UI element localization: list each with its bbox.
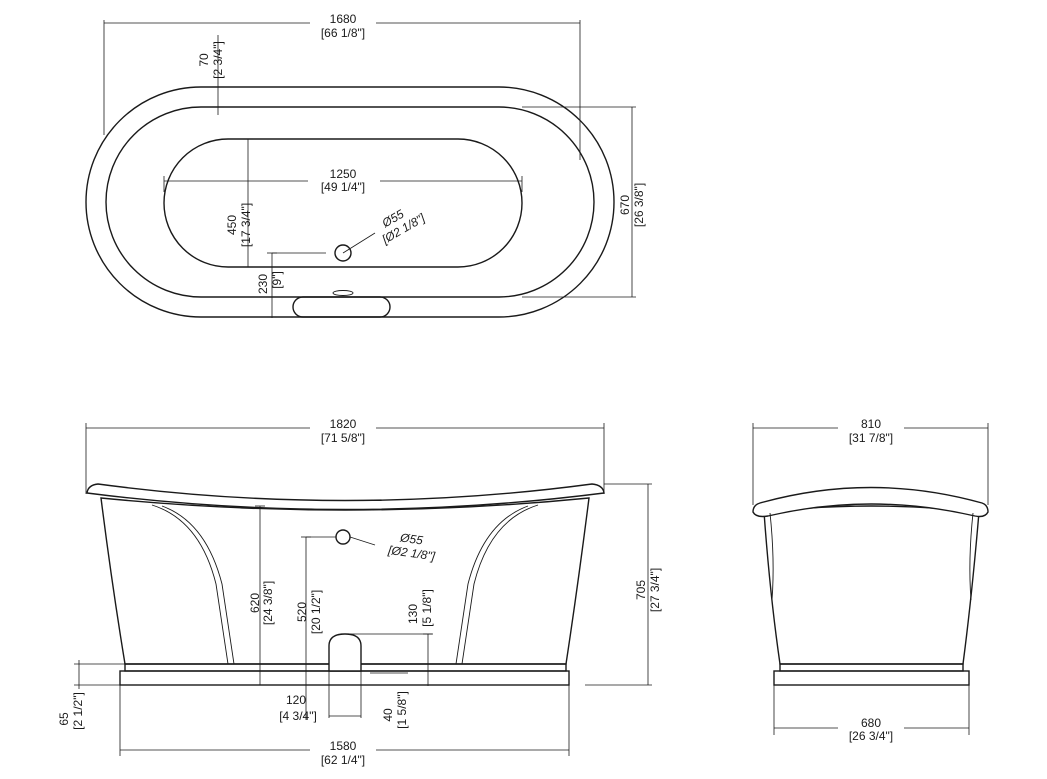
side-rim (752, 486, 989, 518)
side-view: 810 [31 7/8"] 680 [26 3/4"] (752, 417, 989, 744)
dim-label-inches: [2 1/2"] (71, 692, 85, 730)
left-panel-curve (151, 504, 229, 665)
dim-label-inches: [26 3/4"] (849, 729, 893, 743)
dim-overall-width-top: 670 [26 3/8"] (522, 106, 646, 298)
side-plinth-top (779, 663, 964, 672)
dim-label: 1250 (330, 167, 357, 181)
dim-label-inches: [24 3/8"] (261, 581, 275, 625)
dim-overflow-diameter: Ø55 [Ø2 1/8"] (349, 530, 436, 564)
dim-overflow-height: 520 [20 1/2"] (295, 536, 336, 685)
dim-label-inches: [49 1/4"] (321, 180, 365, 194)
dim-inner-length: 1250 [49 1/4"] (163, 167, 523, 194)
dim-label: 1680 (330, 12, 357, 26)
dim-label: 70 (197, 53, 211, 67)
dim-label: 1580 (330, 739, 357, 753)
tub-rim (86, 483, 605, 511)
dim-label: 450 (225, 215, 239, 235)
dim-label-inches: [9"] (270, 271, 284, 289)
tub-rim-inner-outline (105, 106, 595, 298)
dim-drain-offset: 230 [9"] (256, 252, 326, 318)
dim-label-inches: [2 3/4"] (211, 41, 225, 79)
side-body (763, 505, 980, 665)
dim-label-inches: [71 5/8"] (321, 431, 365, 445)
dim-label: 620 (248, 593, 262, 613)
dim-label-inches: [66 1/8"] (321, 26, 365, 40)
plinth-base (119, 670, 570, 686)
waste-fitting (328, 633, 362, 672)
side-left-inner-curve (769, 512, 774, 601)
dim-waste-height: 130 [5 1/8"] (345, 589, 434, 686)
dim-label-inches: [20 1/2"] (309, 590, 323, 634)
dim-label: 65 (57, 712, 71, 726)
dim-label: 120 (286, 693, 306, 707)
left-panel-curve-inner (161, 505, 235, 665)
drain-hole (334, 244, 352, 262)
dim-inner-width: 450 [17 3/4"] (225, 138, 253, 268)
overflow-hole (332, 290, 354, 296)
dim-label: 40 (381, 708, 395, 722)
right-panel-curve (461, 504, 539, 665)
dim-label-inches: [26 3/8"] (632, 183, 646, 227)
dim-base-length: 1580 [62 1/4"] (119, 685, 570, 770)
dim-label-inches: [27 3/4"] (648, 568, 662, 612)
dim-label-inches: [17 3/4"] (239, 203, 253, 247)
dim-interior-height: 620 [24 3/8"] (248, 505, 275, 685)
dim-overall-length-front: 1820 [71 5/8"] (85, 417, 605, 494)
dim-label: Ø55 (398, 530, 424, 547)
dim-label-inches: [1 5/8"] (395, 691, 409, 729)
dim-drain-diameter: Ø55 [Ø2 1/8"] (342, 207, 428, 254)
front-view: 1820 [71 5/8"] Ø55 [Ø2 1/8"] 620 [24 3/8… (57, 417, 662, 770)
dim-label-inches: [31 7/8"] (849, 431, 893, 445)
dim-overall-length-top: 1680 [66 1/8"] (103, 12, 581, 160)
dim-waste-offset: 120 [4 3/4"] (279, 685, 317, 723)
dim-label: 230 (256, 274, 270, 294)
tub-outer-outline (85, 86, 615, 318)
dim-side-overall-width: 810 [31 7/8"] (752, 417, 989, 505)
dim-label-inches: [Ø2 1/8"] (386, 543, 436, 564)
dim-waste-width: 40 [1 5/8"] (328, 671, 409, 729)
top-view: 1680 [66 1/8"] 70 [2 3/4"] 1250 [49 1/4"… (85, 12, 646, 318)
dim-plinth-height: 65 [2 1/2"] (57, 660, 125, 730)
dim-label: 520 (295, 602, 309, 622)
side-plinth-base (773, 670, 970, 686)
dim-label: 670 (618, 195, 632, 215)
right-panel-curve-inner (455, 505, 529, 665)
side-right-inner-curve (969, 512, 974, 601)
dim-label: 1820 (330, 417, 357, 431)
dim-label: 810 (861, 417, 881, 431)
dim-label-inches: [5 1/8"] (420, 589, 434, 627)
dim-label: 130 (406, 604, 420, 624)
dim-label-inches: [62 1/4"] (321, 753, 365, 767)
dim-overall-height: 705 [27 3/4"] (585, 483, 662, 686)
dim-label: 680 (861, 716, 881, 730)
tub-basin-outline (163, 138, 523, 268)
overflow-slot (292, 296, 391, 318)
dim-label: 705 (634, 580, 648, 600)
dim-rim-width: 70 [2 3/4"] (197, 35, 225, 115)
dim-label-inches: [4 3/4"] (279, 709, 317, 723)
dim-side-base-width: 680 [26 3/4"] (773, 685, 970, 744)
